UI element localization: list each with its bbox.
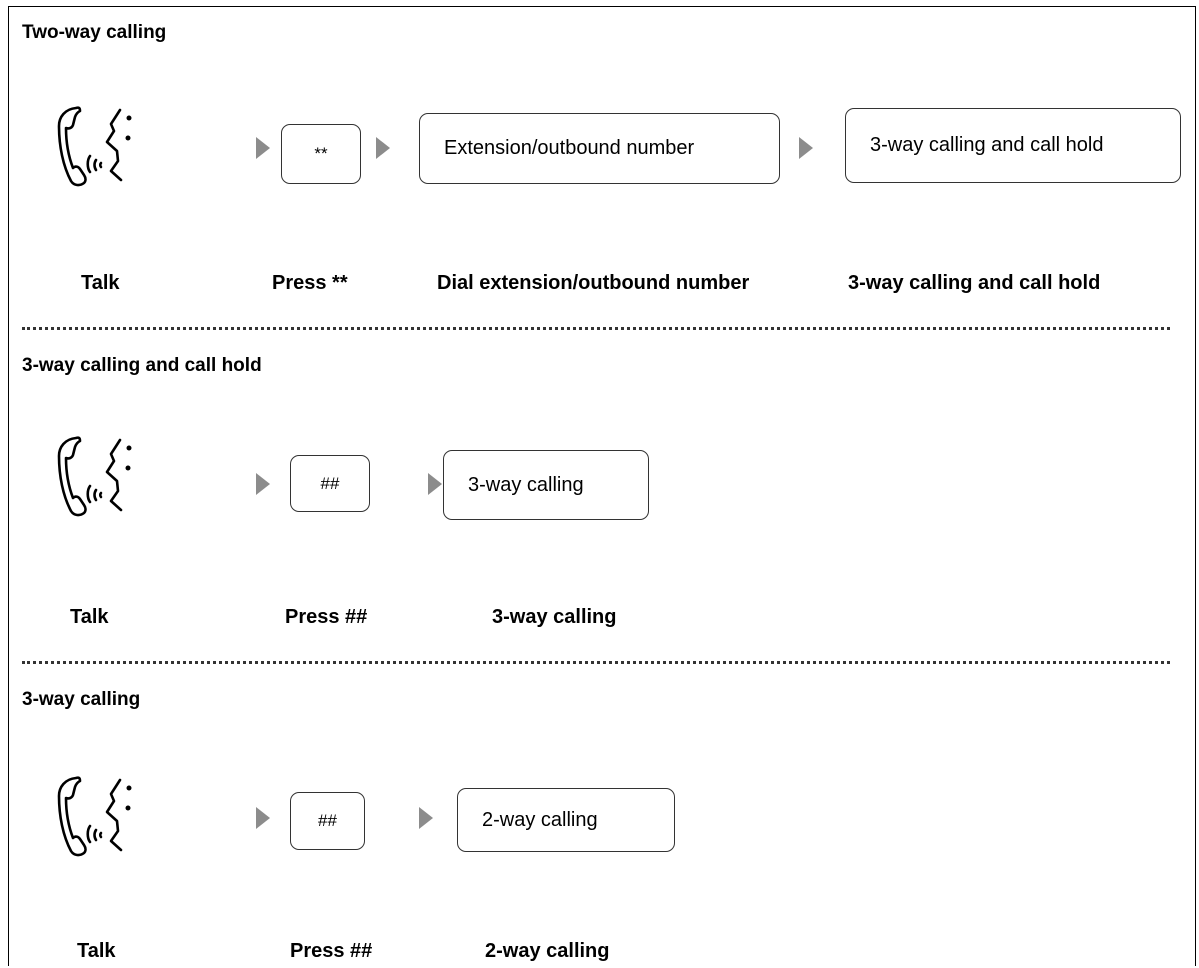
section-divider bbox=[22, 661, 1170, 664]
key-label: ## bbox=[318, 811, 337, 830]
caption-result: 3-way calling and call hold bbox=[848, 272, 1101, 294]
caption-talk: Talk bbox=[81, 272, 120, 294]
two-way-calling-label: 2-way calling bbox=[482, 808, 598, 831]
step-arrow-icon bbox=[799, 137, 813, 159]
step-arrow-icon bbox=[428, 473, 442, 495]
key-label: ** bbox=[314, 144, 328, 163]
step-arrow-icon bbox=[256, 137, 270, 159]
step-arrow-icon bbox=[419, 807, 433, 829]
extension-number-box: Extension/outbound number bbox=[419, 113, 780, 184]
caption-dial: Dial extension/outbound number bbox=[437, 272, 750, 294]
caption-talk: Talk bbox=[70, 606, 109, 628]
two-way-calling-box: 2-way calling bbox=[457, 788, 675, 852]
extension-label: Extension/outbound number bbox=[444, 137, 695, 159]
three-way-calling-box: 3-way calling bbox=[443, 450, 649, 520]
step-arrow-icon bbox=[376, 137, 390, 159]
diagram-frame bbox=[8, 6, 1196, 966]
caption-press: Press ** bbox=[272, 272, 348, 294]
step-arrow-icon bbox=[256, 473, 270, 495]
caption-press: Press ## bbox=[285, 606, 368, 628]
three-way-hold-box: 3-way calling and call hold bbox=[845, 108, 1181, 183]
key-box-star-star: ** bbox=[281, 124, 361, 184]
section-divider bbox=[22, 327, 1170, 330]
caption-press: Press ## bbox=[290, 940, 373, 962]
section-title-three-way-hold: 3-way calling and call hold bbox=[22, 355, 262, 376]
key-box-hash-hash: ## bbox=[290, 455, 370, 512]
section-title-two-way: Two-way calling bbox=[22, 22, 167, 43]
section-title-three-way: 3-way calling bbox=[22, 689, 141, 710]
phone-talk-icon bbox=[57, 106, 132, 187]
phone-talk-icon bbox=[57, 776, 132, 857]
caption-talk: Talk bbox=[77, 940, 116, 962]
phone-talk-icon bbox=[57, 436, 132, 517]
three-way-calling-label: 3-way calling bbox=[468, 473, 584, 496]
caption-result: 2-way calling bbox=[485, 940, 610, 962]
three-way-hold-label: 3-way calling and call hold bbox=[870, 134, 1104, 156]
key-box-hash-hash: ## bbox=[290, 792, 365, 850]
caption-result: 3-way calling bbox=[492, 606, 617, 628]
step-arrow-icon bbox=[256, 807, 270, 829]
key-label: ## bbox=[320, 473, 340, 493]
